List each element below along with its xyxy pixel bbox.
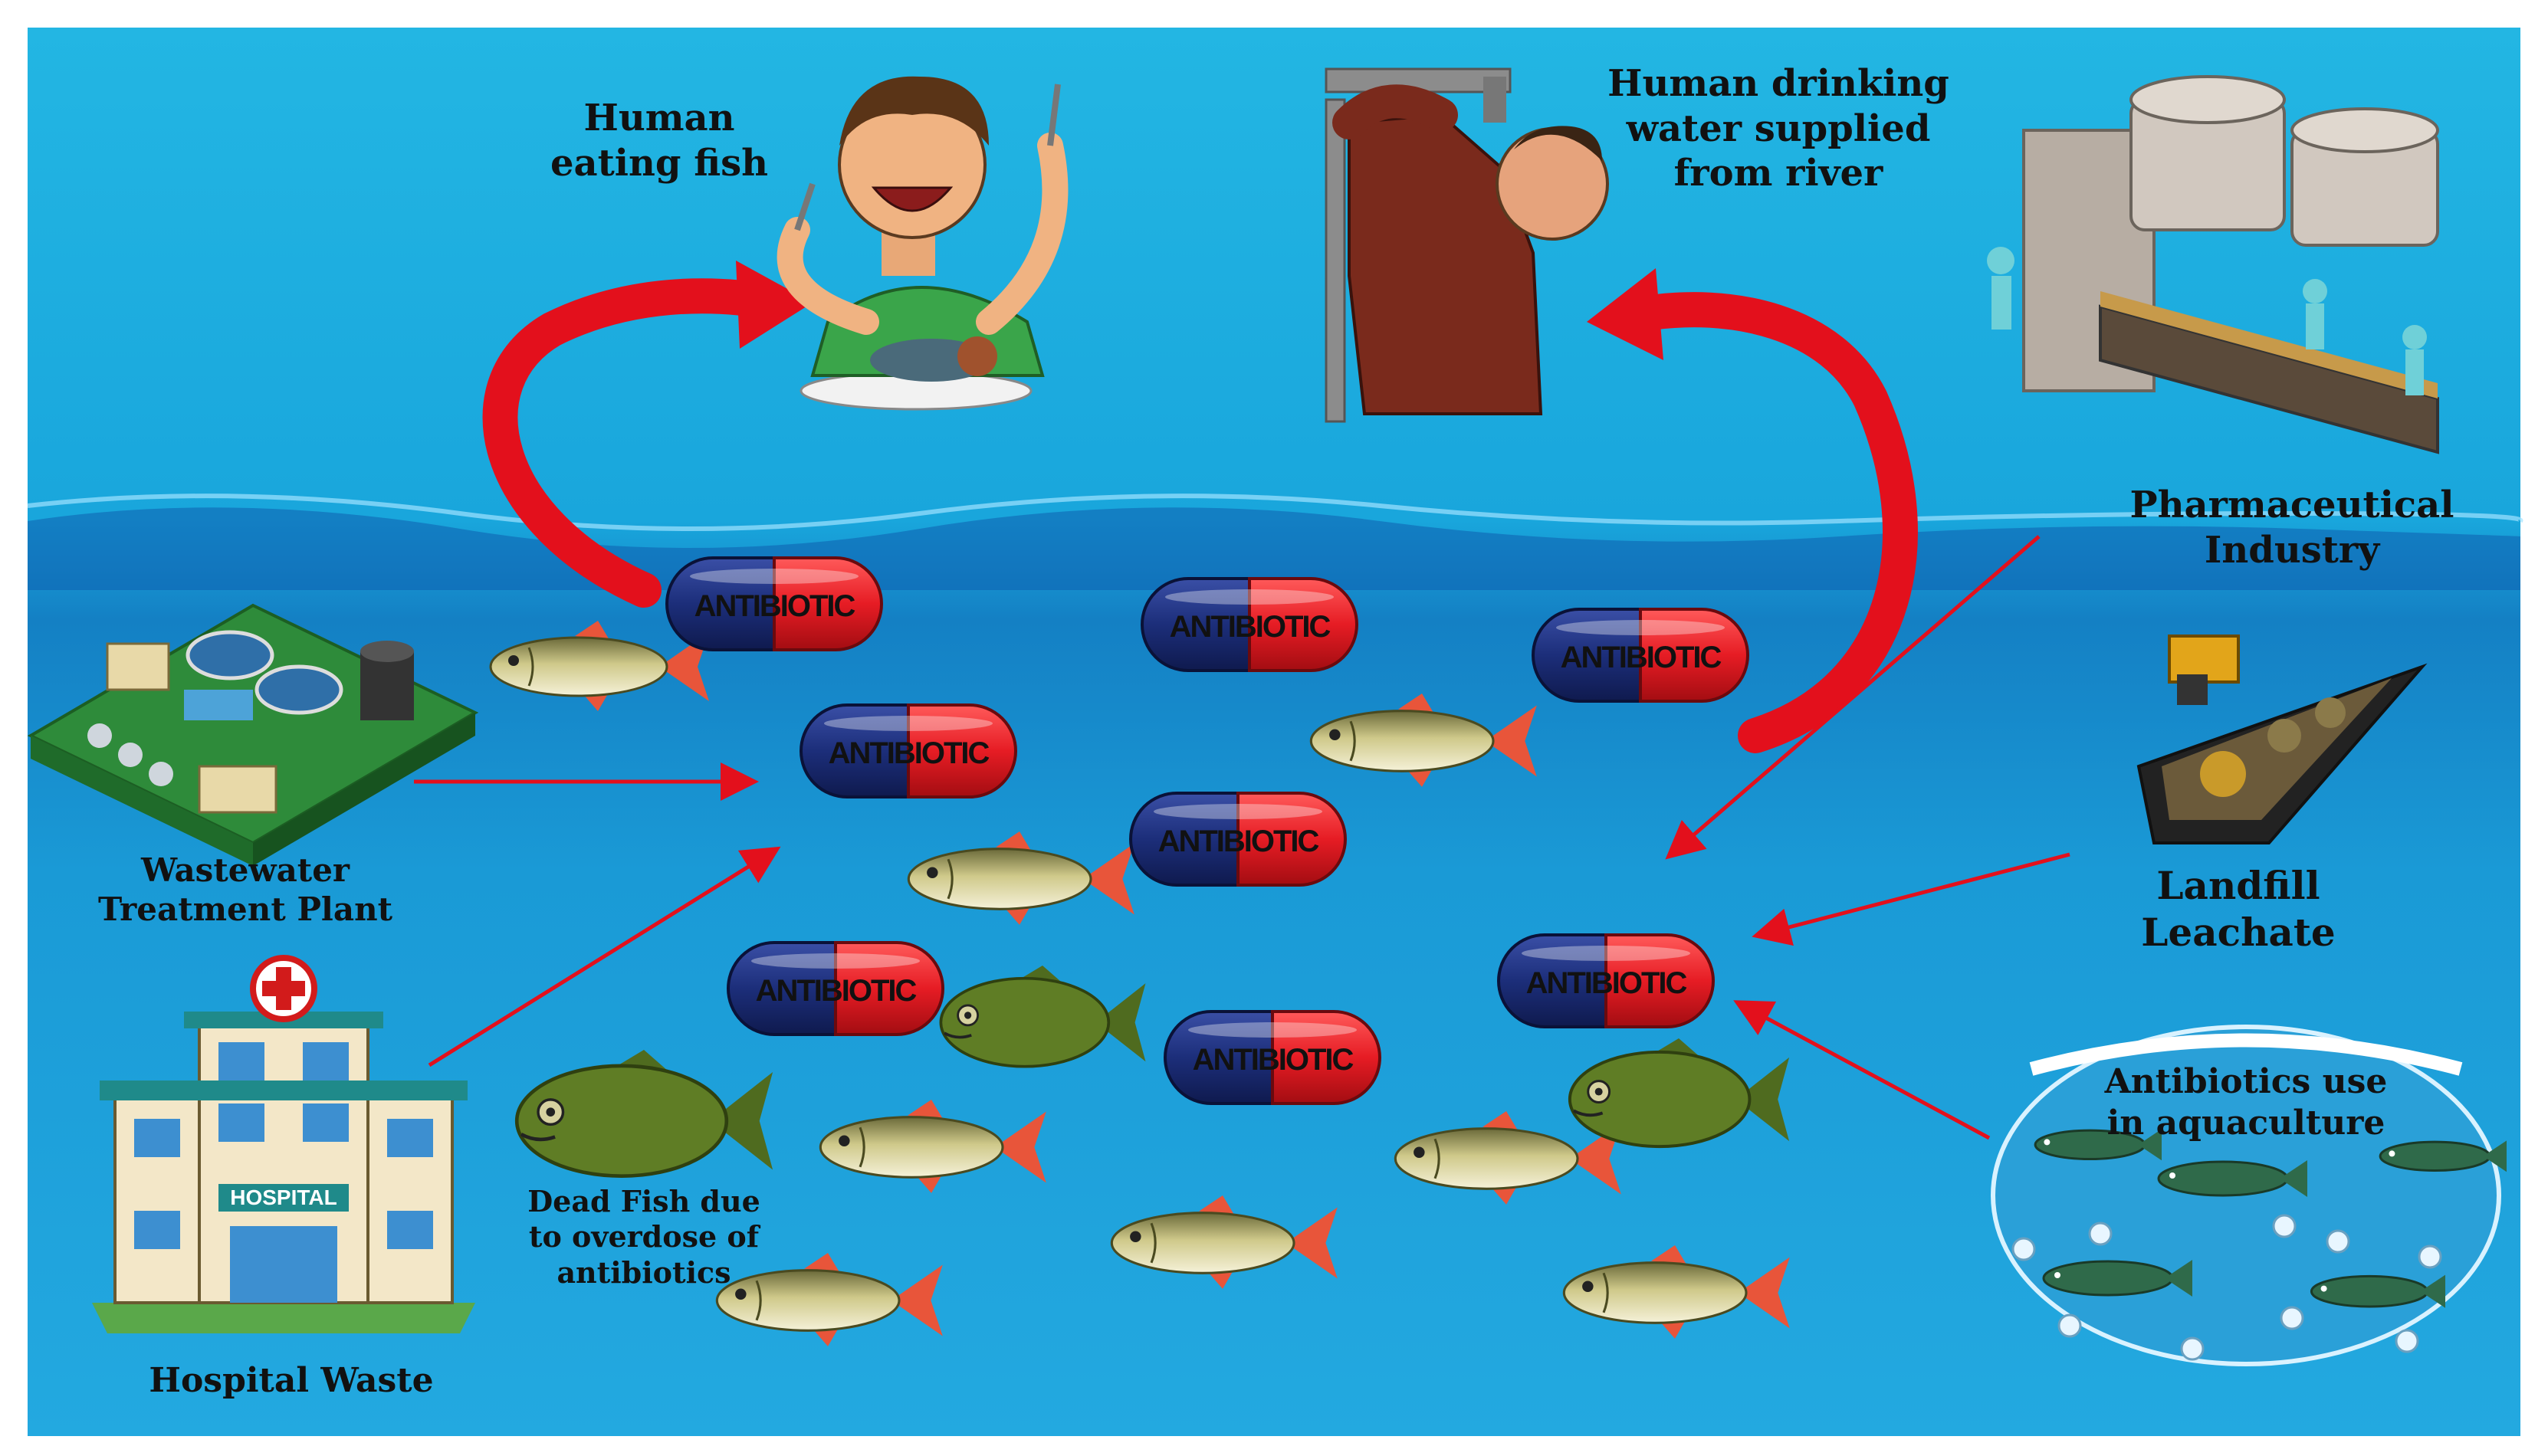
antibiotic-pill-icon: ANTIBIOTIC [800,703,1017,799]
bubble-icon [2272,1214,2297,1238]
pill-label: ANTIBIOTIC [1158,825,1319,858]
hospital-icon: HOSPITAL [92,955,475,1333]
wastewater-plant-icon [27,603,479,866]
antibiotic-pill-icon: ANTIBIOTIC [1532,608,1749,703]
human-drinking-icon [1325,67,1609,423]
label-human-eating: Human eating fish [550,97,769,185]
arrow-landfill [1752,852,2070,946]
pill-label: ANTIBIOTIC [829,736,990,770]
aquaculture-fish-icon [2379,1140,2507,1172]
pharmaceutical-factory-icon [1987,75,2439,454]
pill-label: ANTIBIOTIC [694,589,855,623]
bubble-icon [2088,1222,2113,1246]
label-pharma: Pharmaceutical Industry [2129,484,2454,572]
pill-label: ANTIBIOTIC [1526,966,1687,1000]
aquaculture-fish-icon [2042,1260,2192,1297]
antibiotic-pill-icon: ANTIBIOTIC [1141,577,1358,672]
aquaculture-icon [1991,1025,2507,1366]
bubble-icon [2180,1336,2205,1361]
label-hospital-waste: Hospital Waste [149,1361,434,1400]
arrow-aquaculture [1733,1000,1991,1140]
antibiotic-pill-icon: ANTIBIOTIC [665,556,883,651]
label-landfill: Landfill Leachate [2141,863,2336,955]
bubble-icon [2057,1313,2082,1338]
pill-label: ANTIBIOTIC [1170,610,1331,644]
aquaculture-fish-group [2034,1129,2507,1308]
arrow-pharma [1665,535,2041,860]
antibiotic-pill-icon: ANTIBIOTIC [1164,1010,1381,1105]
aquaculture-bubbles [2011,1214,2442,1361]
aquaculture-fish-icon [2310,1274,2445,1308]
curved-arrow-to-drinker [1623,292,1918,753]
curved-arrow-to-eater [482,278,792,608]
antibiotic-pill-icon: ANTIBIOTIC [1129,792,1347,887]
aquaculture-fish-icon [2034,1129,2162,1161]
bubble-icon [2326,1229,2350,1254]
hospital-sign-text: HOSPITAL [230,1185,337,1209]
bubble-icon [2418,1244,2442,1269]
label-dead-fish: Dead Fish due to overdose of antibiotics [527,1184,760,1290]
arrow-hospital [428,846,781,1067]
label-wwtp: Wastewater Treatment Plant [97,851,393,929]
landfill-icon [2136,635,2428,844]
bubble-icon [2395,1329,2419,1353]
bubble-icon [2280,1306,2304,1330]
pill-label: ANTIBIOTIC [1561,641,1722,674]
antibiotic-pill-icon: ANTIBIOTIC [1497,933,1715,1028]
pill-label: ANTIBIOTIC [1193,1043,1354,1077]
label-aquaculture: Antibiotics use in aquaculture [2104,1062,2388,1143]
aquaculture-fish-icon [2157,1160,2307,1197]
label-human-drinking: Human drinking water supplied from river [1607,62,1949,195]
pill-label: ANTIBIOTIC [756,974,917,1008]
bubble-icon [2011,1237,2036,1261]
human-eating-fish-icon [777,76,1069,411]
pill-layer: ANTIBIOTIC ANTIBIOTIC ANTIBIOTIC ANTIBIOTIC… [665,556,1749,1105]
antibiotic-pill-icon: ANTIBIOTIC [727,941,944,1036]
